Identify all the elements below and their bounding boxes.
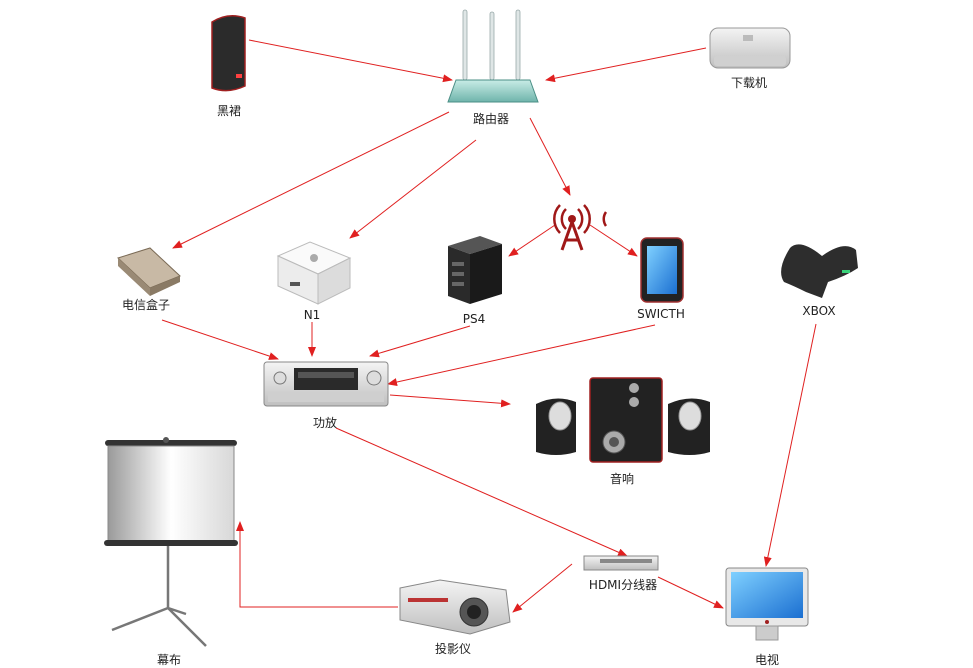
node-label-telecom-box: 电信盒子 bbox=[121, 298, 171, 312]
node-label-n1: N1 bbox=[303, 308, 321, 322]
connection-edges bbox=[161, 39, 817, 613]
node-label-amplifier: 功放 bbox=[312, 416, 338, 430]
node-label-black-nas: 黑裙 bbox=[216, 104, 242, 118]
game-console-icon bbox=[448, 236, 502, 304]
node-label-download-pc: 下载机 bbox=[730, 76, 768, 90]
edge-hdmi-to-projector bbox=[512, 563, 573, 613]
edge-switch-to-amplifier bbox=[387, 324, 656, 386]
hdmi-splitter-icon bbox=[583, 555, 659, 571]
node-label-switch: SWICTH bbox=[637, 307, 685, 321]
edge-black-nas-to-router bbox=[248, 39, 453, 83]
av-receiver-icon bbox=[263, 361, 389, 407]
edge-projector-to-screen bbox=[236, 521, 398, 608]
edge-telecom-box-to-amplifier bbox=[161, 319, 279, 360]
edge-amplifier-to-speakers bbox=[389, 394, 511, 408]
monitor-icon bbox=[725, 567, 809, 641]
wireless-signal-icon bbox=[553, 204, 608, 251]
node-label-hdmi: HDMI分线器 bbox=[588, 578, 658, 592]
mac-mini-icon bbox=[709, 27, 791, 69]
node-label-tv: 电视 bbox=[754, 653, 780, 667]
nas-tower-icon bbox=[211, 15, 246, 92]
edge-wifi-to-switch bbox=[589, 224, 638, 257]
projector-icon bbox=[399, 579, 511, 635]
edge-ps4-to-amplifier bbox=[369, 325, 471, 358]
edge-wifi-to-ps4 bbox=[508, 224, 556, 257]
edge-xbox-to-tv bbox=[763, 323, 817, 567]
node-label-ps4: PS4 bbox=[462, 312, 486, 326]
wifi-router-icon bbox=[447, 9, 539, 103]
node-label-speakers: 音响 bbox=[609, 472, 635, 486]
node-label-router: 路由器 bbox=[472, 112, 510, 126]
edge-router-to-telecom-box bbox=[172, 111, 450, 249]
edge-router-to-n1 bbox=[349, 139, 477, 239]
xbox-controller-icon bbox=[781, 244, 858, 298]
edge-router-to-wifi bbox=[529, 117, 571, 196]
set-top-box-icon bbox=[117, 247, 181, 296]
projection-screen-icon bbox=[104, 437, 238, 647]
speaker-set-icon bbox=[536, 377, 710, 463]
edge-hdmi-to-tv bbox=[657, 576, 724, 609]
node-label-xbox: XBOX bbox=[802, 304, 836, 318]
node-label-projector: 投影仪 bbox=[434, 642, 472, 656]
edge-download-pc-to-router bbox=[545, 47, 707, 83]
airport-express-icon bbox=[276, 241, 352, 305]
handheld-console-icon bbox=[640, 237, 684, 303]
edge-amplifier-to-hdmi bbox=[335, 427, 628, 557]
node-label-screen: 幕布 bbox=[156, 653, 182, 667]
